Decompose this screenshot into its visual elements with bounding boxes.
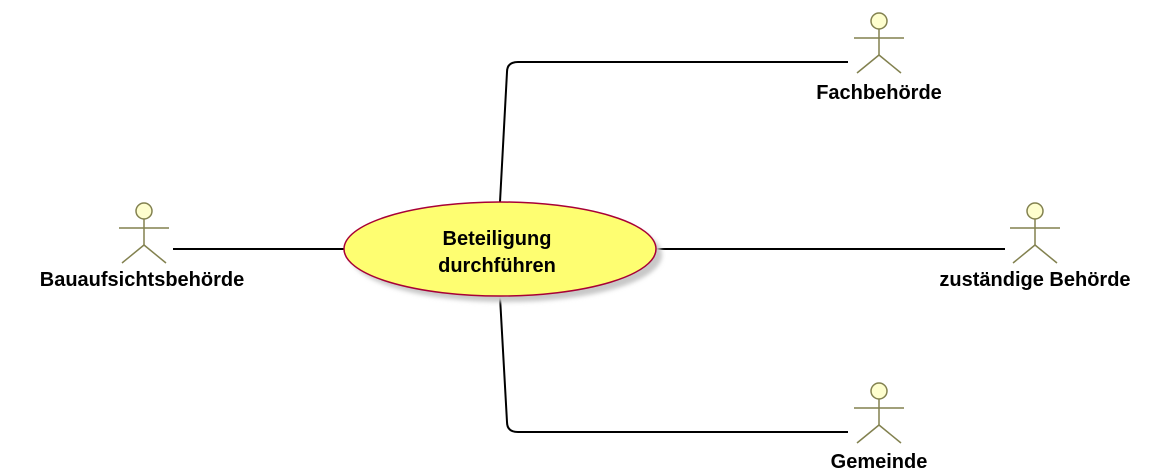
actor-icon — [854, 12, 904, 74]
connectors — [173, 61, 1005, 433]
use-case-ellipse[interactable] — [343, 201, 657, 297]
actor-gemeinde[interactable]: Gemeinde — [831, 382, 928, 471]
connector-fachbehoerde — [499, 61, 848, 203]
use-case[interactable]: Beteiligung durchführen — [343, 201, 662, 302]
actor-fachbehoerde[interactable]: Fachbehörde — [816, 12, 942, 104]
actor-icon — [119, 202, 169, 264]
actor-zustaendig[interactable]: zuständige Behörde — [939, 202, 1131, 291]
actor-label-zustaendig: zuständige Behörde — [939, 269, 1130, 291]
actor-label-gemeinde: Gemeinde — [831, 451, 928, 471]
actor-bauaufsicht[interactable]: Bauaufsichtsbehörde — [40, 202, 244, 291]
actor-label-bauaufsicht: Bauaufsichtsbehörde — [40, 269, 244, 291]
actor-label-fachbehoerde: Fachbehörde — [816, 82, 942, 104]
use-case-label-line1: Beteiligung — [443, 228, 552, 250]
actor-icon — [1010, 202, 1060, 264]
actor-icon — [854, 382, 904, 444]
use-case-label-line2: durchführen — [438, 255, 556, 277]
connector-gemeinde — [499, 296, 848, 433]
